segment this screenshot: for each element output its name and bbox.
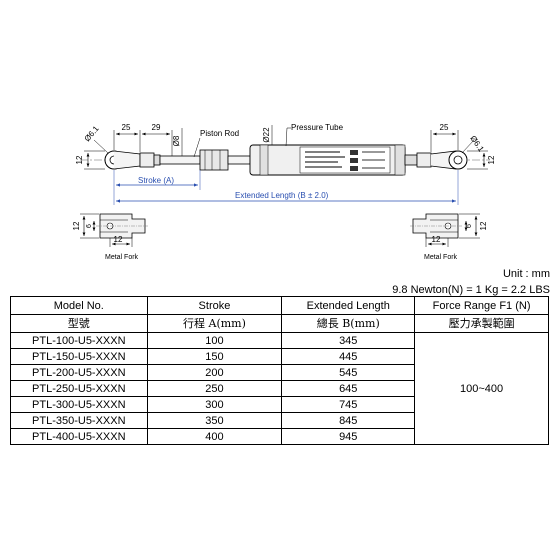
right-eye-end xyxy=(404,150,468,170)
fork-left-6: 6 xyxy=(86,224,93,228)
table-row: PTL-150-U5-XXXN 150 445 xyxy=(10,348,549,365)
cell-stroke: 400 xyxy=(146,428,283,445)
pressure-tube-callout: Pressure Tube xyxy=(285,123,344,147)
cell-model: PTL-350-U5-XXXN xyxy=(10,412,148,429)
cell-length: 745 xyxy=(281,396,416,413)
pressure-tube xyxy=(249,144,406,176)
table-row: PTL-200-U5-XXXN 200 545 xyxy=(10,364,549,381)
table-row: PTL-100-U5-XXXN 100 345 100~400 xyxy=(10,332,549,445)
header-stroke-zh: 行程 A(mm) xyxy=(146,314,283,333)
cell-model: PTL-300-U5-XXXN xyxy=(10,396,148,413)
header-row-zh: 型號 行程 A(mm) 總長 B(mm) 壓力承製範圍 xyxy=(10,314,549,333)
dim-12-left: 12 xyxy=(75,150,105,170)
metal-fork-right: 12 6 12 Metal Fork xyxy=(410,213,488,261)
cell-model: PTL-400-U5-XXXN xyxy=(10,428,148,445)
dim-12-left-text: 12 xyxy=(75,155,84,164)
piston-rod-callout: Piston Rod xyxy=(193,129,239,158)
dim-12-right-text: 12 xyxy=(487,155,496,164)
cell-stroke: 150 xyxy=(146,348,283,365)
dim-phi8-text: Ø8 xyxy=(172,135,181,146)
cell-model: PTL-100-U5-XXXN xyxy=(10,332,148,349)
dim-phi61-left-text: Ø6.1 xyxy=(83,124,101,143)
fork-right-12w: 12 xyxy=(432,235,441,244)
extended-length-dimension: Extended Length (B ± 2.0) xyxy=(113,170,459,205)
cell-length: 645 xyxy=(281,380,416,397)
fork-left-12w: 12 xyxy=(114,235,123,244)
cell-stroke: 300 xyxy=(146,396,283,413)
cell-length: 845 xyxy=(281,412,416,429)
cell-length: 545 xyxy=(281,364,416,381)
dim-12-right: 12 xyxy=(467,150,496,170)
metal-fork-left-label: Metal Fork xyxy=(105,254,139,261)
cell-stroke: 350 xyxy=(146,412,283,429)
dim-25-right: 25 xyxy=(440,123,449,132)
cell-length: 345 xyxy=(281,332,416,349)
dim-29: 29 xyxy=(152,123,161,132)
dim-top-right: 25 xyxy=(430,123,459,152)
fork-right-6: 6 xyxy=(466,224,473,228)
cell-force-range: 100~400 xyxy=(414,332,549,445)
left-eye-end xyxy=(104,150,161,170)
stroke-dimension: Stroke (A) xyxy=(113,170,201,190)
technical-drawing: 25 29 Ø8 Piston Rod Ø22 Pressure Tube 25… xyxy=(72,123,496,261)
fork-right-12h: 12 xyxy=(479,221,488,230)
metal-fork-right-label: Metal Fork xyxy=(424,254,458,261)
table-row: PTL-400-U5-XXXN 400 945 xyxy=(10,428,549,445)
header-length: Extended Length xyxy=(281,296,416,315)
pressure-tube-label: Pressure Tube xyxy=(291,123,344,132)
cell-model: PTL-250-U5-XXXN xyxy=(10,380,148,397)
cell-model: PTL-200-U5-XXXN xyxy=(10,364,148,381)
warning-label xyxy=(299,146,391,174)
table-row: PTL-300-U5-XXXN 300 745 xyxy=(10,396,549,413)
metal-fork-left: 12 6 12 Metal Fork xyxy=(72,213,148,261)
header-model: Model No. xyxy=(10,296,148,315)
stroke-label: Stroke (A) xyxy=(138,176,174,185)
header-stroke: Stroke xyxy=(146,296,283,315)
dim-25-left: 25 xyxy=(122,123,131,132)
cell-stroke: 100 xyxy=(146,332,283,349)
conversion-note: 9.8 Newton(N) = 1 Kg = 2.2 LBS xyxy=(392,284,550,296)
dim-phi61-left: Ø6.1 xyxy=(83,124,109,154)
dim-phi22-text: Ø22 xyxy=(262,127,271,143)
cell-model: PTL-150-U5-XXXN xyxy=(10,348,148,365)
header-length-zh: 總長 B(mm) xyxy=(281,314,416,333)
table-row: PTL-350-U5-XXXN 350 845 xyxy=(10,412,549,429)
extended-length-label: Extended Length (B ± 2.0) xyxy=(235,191,329,200)
piston-rod xyxy=(159,149,251,171)
cell-stroke: 200 xyxy=(146,364,283,381)
dim-phi22: Ø22 xyxy=(262,125,273,145)
header-force: Force Range F1 (N) xyxy=(414,296,549,315)
dim-top-left: 25 29 xyxy=(113,123,173,156)
unit-note: Unit : mm xyxy=(502,268,550,280)
cell-length: 445 xyxy=(281,348,416,365)
header-force-zh: 壓力承製範圍 xyxy=(414,314,549,333)
piston-rod-label: Piston Rod xyxy=(200,129,239,138)
header-model-zh: 型號 xyxy=(10,314,148,333)
cell-length: 945 xyxy=(281,428,416,445)
fork-left-12h: 12 xyxy=(72,221,81,230)
dim-phi8: Ø8 xyxy=(172,128,183,156)
spec-table: Model No. Stroke Extended Length Force R… xyxy=(10,296,549,445)
cell-stroke: 250 xyxy=(146,380,283,397)
header-row-en: Model No. Stroke Extended Length Force R… xyxy=(10,296,549,315)
